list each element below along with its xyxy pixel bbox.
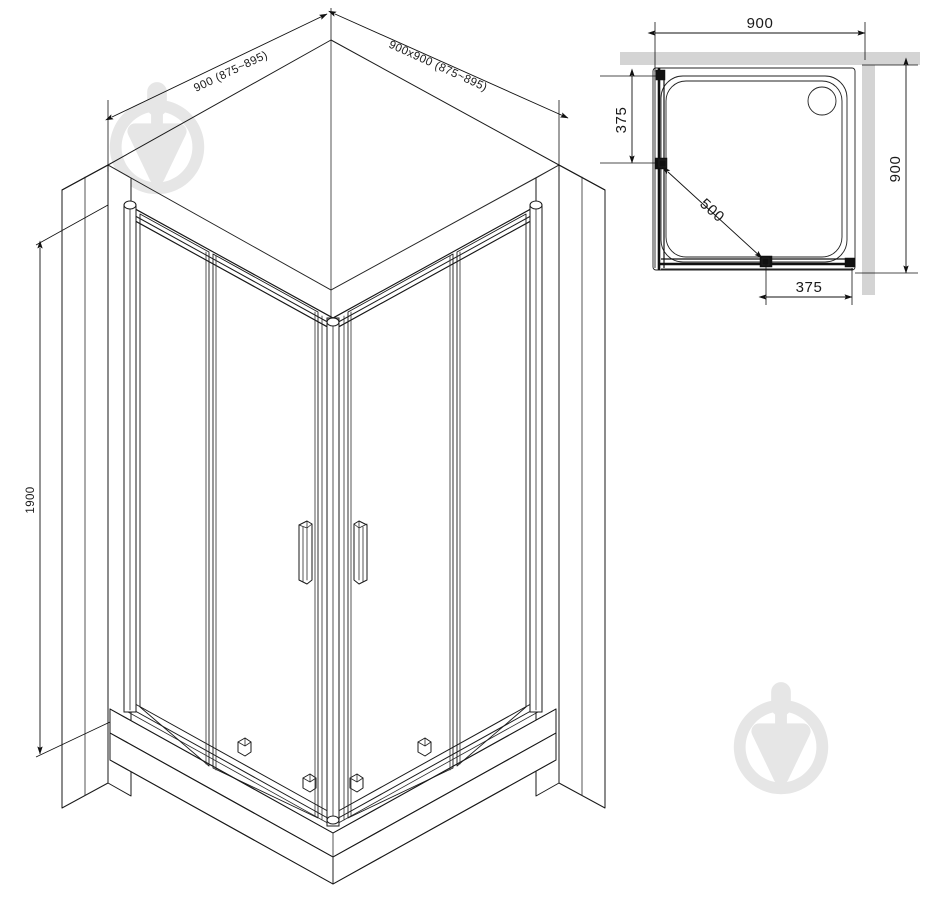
wall-jamb-left: [61, 164, 132, 809]
end-post-left: [123, 200, 137, 713]
door-handle-left[interactable]: [298, 520, 313, 585]
watermark-bottom-right: [733, 682, 829, 795]
plan-tray: [652, 67, 856, 271]
plan-dimension-right-height-label: 900: [887, 156, 904, 183]
shower-base-tray: [109, 708, 557, 885]
plan-dimension-top-width: 900: [647, 15, 866, 72]
plan-dimension-left-offset: 375: [600, 68, 658, 164]
dimension-right-width: 900x900 (875~895): [328, 10, 569, 172]
dimension-right-width-label: 900x900 (875~895): [387, 39, 489, 94]
plan-door-leaf-bottom: [759, 255, 856, 268]
wall-jamb-right: [535, 164, 606, 809]
shower-enclosure-plan: 900 900 375 375: [600, 15, 920, 305]
roller-bracket: [302, 773, 317, 793]
glass-panel-right-fixed: [456, 213, 527, 767]
dimension-height: 1900: [25, 204, 111, 758]
plan-bottom-track: [659, 258, 855, 270]
plan-dimension-left-offset-label: 375: [613, 107, 630, 134]
plan-dimension-top-width-label: 900: [747, 15, 774, 32]
roller-bracket-group: [237, 737, 432, 793]
top-rail-left: [127, 204, 334, 331]
wall-band-vertical: [862, 52, 875, 295]
door-handle-right[interactable]: [353, 520, 368, 585]
glass-panel-right-sliding: [347, 253, 454, 819]
dimension-height-label: 1900: [25, 486, 37, 513]
plan-dimension-bottom-offset-label: 375: [796, 279, 823, 296]
glass-panel-left-fixed: [139, 213, 210, 767]
plan-dimension-right-height: 900: [855, 57, 918, 274]
roller-bracket: [417, 737, 432, 757]
plan-dimension-diagonal-opening: 500: [662, 166, 763, 259]
plan-drain-icon: [807, 86, 837, 116]
dimension-left-width-label: 900 (875~895): [192, 49, 270, 94]
roller-bracket: [349, 773, 364, 793]
plan-dimension-diagonal-opening-label: 500: [696, 195, 727, 226]
glass-panel-left-sliding: [212, 253, 319, 819]
roller-bracket: [237, 737, 252, 757]
plan-dimension-bottom-offset: 375: [758, 264, 853, 305]
wall-band-horizontal: [620, 52, 920, 65]
corner-post-center: [326, 317, 340, 827]
end-post-right: [529, 200, 543, 713]
plan-door-leaf-left: [654, 69, 668, 170]
